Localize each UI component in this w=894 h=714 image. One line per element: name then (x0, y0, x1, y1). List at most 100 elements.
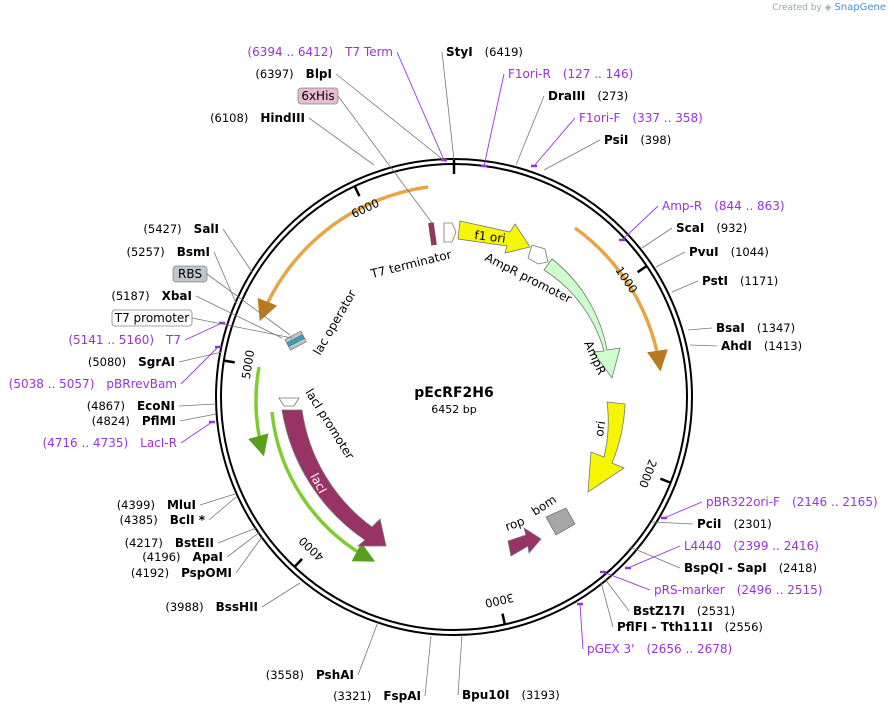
laci-arrow (281, 409, 387, 547)
enzyme-label-23: PflMI(4824) (92, 414, 176, 428)
tick-label-3000: 3000 (484, 590, 516, 610)
tick-mark-4000 (293, 558, 303, 568)
enzyme-name: SalI (194, 222, 219, 236)
primer-range: (5038 .. 5057) (9, 377, 95, 391)
enzyme-position: (1171) (740, 274, 778, 288)
enzyme-name: PspOMI (181, 566, 232, 580)
enzyme-label-21: BclI *(4385) (119, 513, 205, 527)
rop-arrow (507, 527, 542, 557)
tick-mark-6000 (353, 185, 361, 197)
enzyme-position: (2301) (734, 517, 772, 531)
enzyme-name: PvuI (689, 245, 719, 259)
primer-label-9: pBRrevBam (5038 .. 5057) (9, 377, 177, 391)
his-tag-mark (428, 222, 437, 246)
enzyme-label-19: ApaI(4196) (142, 550, 223, 564)
primer-range: (5141 .. 5160) (68, 333, 154, 347)
enzyme-position: (3558) (266, 668, 304, 682)
primer-range: (844 .. 863) (714, 199, 784, 213)
enzyme-position: (6108) (210, 111, 248, 125)
primer-name: T7 Term (344, 45, 393, 59)
boxed-feature-1: RBS (172, 265, 208, 283)
enzyme-name: BlpI (306, 67, 332, 81)
enzyme-position: (4192) (131, 566, 169, 580)
laci-promoter-arrow (278, 397, 300, 407)
tick-label-1000: 1000 (612, 264, 640, 296)
primer-range: (2399 .. 2416) (733, 539, 819, 553)
primer-range: (2496 .. 2515) (737, 583, 823, 597)
enzyme-label-17: BssHII(3988) (165, 600, 258, 614)
ori-label: ori (592, 420, 608, 437)
enzyme-position: (5187) (111, 289, 149, 303)
snapgene-credit: Created by ◈ SnapGene (772, 2, 886, 13)
primer-range: (337 .. 358) (632, 111, 702, 125)
primer-range: (6394 .. 6412) (247, 45, 333, 59)
boxed-feature-2: T7 promoter (111, 309, 193, 327)
primer-name: T7 (165, 333, 181, 347)
enzyme-name: PshAI (316, 668, 354, 682)
tick-mark-3000 (501, 613, 507, 625)
tick-mark-5000 (223, 359, 235, 364)
enzyme-name: MluI (167, 498, 196, 512)
tick-label-5000: 5000 (239, 349, 257, 380)
enzyme-name: ScaI (676, 221, 704, 235)
lac-operator-block (284, 330, 307, 351)
enzyme-name: PstI (702, 274, 728, 288)
enzyme-label-14: Bpu10I(3193) (462, 688, 560, 702)
enzyme-position: (4385) (119, 513, 157, 527)
enzyme-position: (4867) (87, 399, 125, 413)
t7-terminator-arrow (443, 222, 457, 243)
primer-label-0: T7 Term (6394 .. 6412) (247, 45, 393, 59)
primer-name: pGEX 3' (587, 642, 634, 656)
enzyme-position: (2418) (779, 561, 817, 575)
enzyme-position: (1413) (764, 339, 802, 353)
primer-label-4: pBR322ori-F(2146 .. 2165) (706, 495, 878, 509)
orf-halo-amp (573, 226, 668, 372)
primer-label-2: F1ori-F (337 .. 358) (579, 111, 703, 125)
primer-name: LacI-R (140, 436, 177, 450)
orf-halo-laci (248, 366, 269, 457)
enzyme-name: Bpu10I (462, 688, 509, 702)
primer-label-8: T7 (5141 .. 5160) (68, 333, 181, 347)
boxed-feature-0: 6xHis (297, 87, 339, 105)
enzyme-label-26: XbaI(5187) (111, 289, 192, 303)
enzyme-name: BstZ17I (633, 604, 685, 618)
enzyme-label-22: MluI(4399) (117, 498, 196, 512)
tick-mark-1000 (636, 264, 648, 274)
enzyme-name: BstEII (175, 536, 214, 550)
boxed-feature-text: T7 promoter (114, 311, 190, 325)
ampr-promoter-arrow (527, 244, 549, 265)
enzyme-position: (2531) (697, 604, 735, 618)
enzyme-label-24: EcoNI(4867) (87, 399, 175, 413)
primer-label-3: Amp-R(844 .. 863) (662, 199, 785, 213)
enzyme-position: (6397) (255, 67, 293, 81)
f1-ori-arrow (457, 220, 531, 254)
credit-brand: SnapGene (834, 2, 886, 13)
enzyme-position: (3321) (333, 689, 371, 703)
enzyme-position: (2556) (725, 620, 763, 634)
enzyme-name: AhdI (721, 339, 752, 353)
enzyme-name: SgrAI (138, 355, 175, 369)
primer-name: F1ori-F (579, 111, 620, 125)
enzyme-name: ApaI (193, 550, 223, 564)
enzyme-label-0: StyI(6419) (446, 45, 523, 59)
primer-range: (127 .. 146) (563, 67, 633, 81)
enzyme-position: (5257) (126, 245, 164, 259)
primer-label-10: LacI-R(4716 .. 4735) (42, 436, 177, 450)
primer-name: pBRrevBam (106, 377, 177, 391)
enzyme-label-8: BsaI(1347) (716, 321, 795, 335)
snapgene-logo-icon: ◈ (824, 3, 832, 13)
tick-mark-2000 (659, 477, 672, 484)
enzyme-label-12: BstZ17I (2531) (633, 604, 735, 618)
t7-terminator-label: T7 terminator (368, 247, 453, 281)
plasmid-name: pEcRF2H6 (414, 385, 493, 401)
boxed-feature-text: RBS (178, 267, 202, 281)
enzyme-label-7: PstI (1171) (702, 274, 778, 288)
enzyme-label-3: DraIII(273) (548, 89, 628, 103)
enzyme-label-4: PsiI(398) (604, 133, 671, 147)
enzyme-name: PciI (697, 517, 722, 531)
primer-name: F1ori-R (508, 67, 551, 81)
plasmid-size: 6452 bp (431, 403, 476, 416)
tick-label-6000: 6000 (349, 196, 381, 221)
enzyme-label-1: BlpI (6397) (255, 67, 332, 81)
enzyme-label-6: PvuI(1044) (689, 245, 769, 259)
